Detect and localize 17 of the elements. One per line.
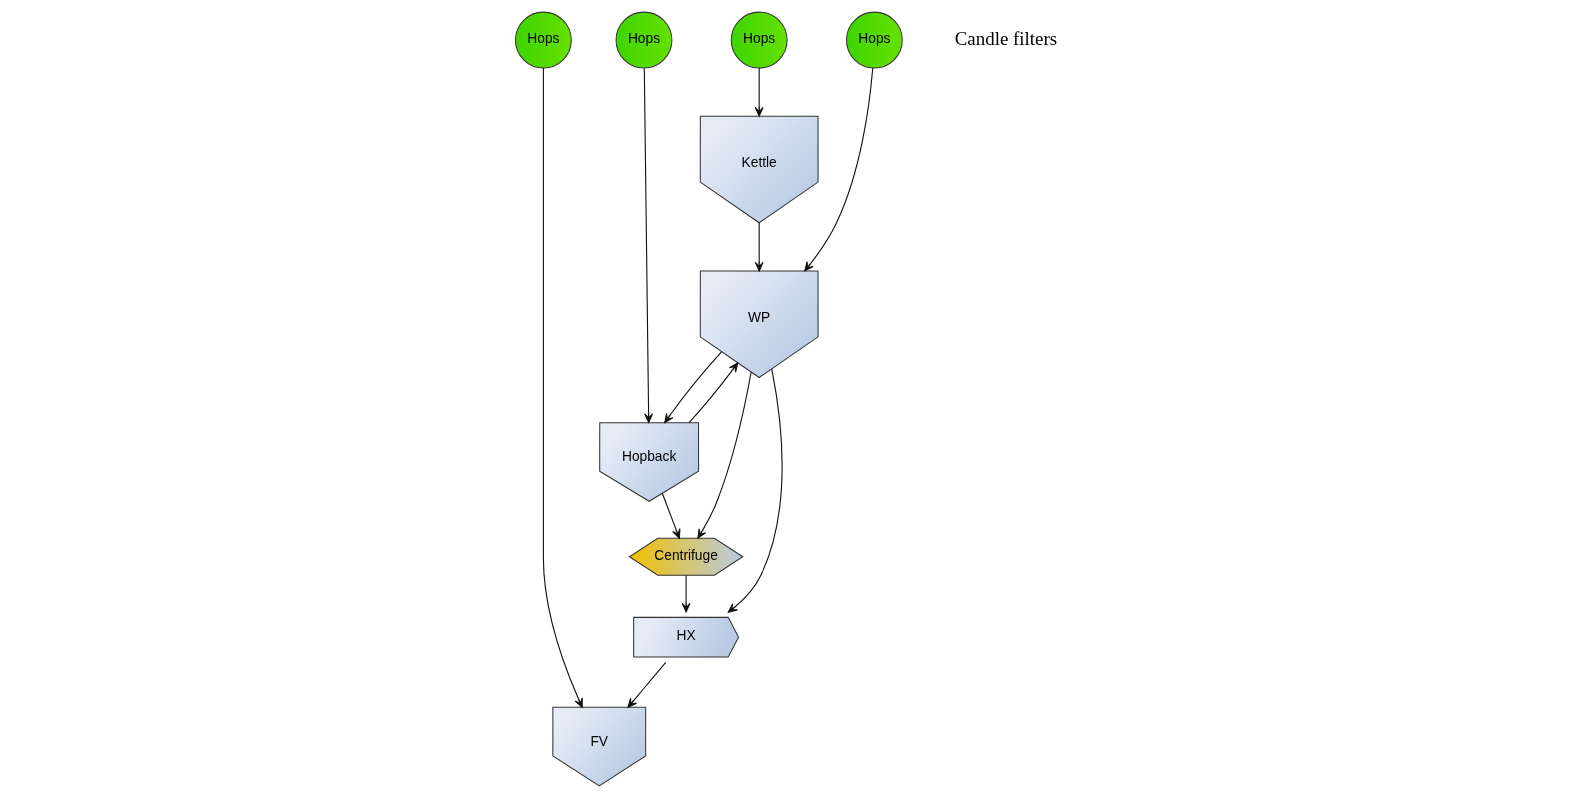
arrow (754, 222, 764, 272)
node-circle: Hops (845, 11, 903, 69)
arrow (803, 67, 873, 272)
arrow (688, 362, 738, 424)
arrow (542, 67, 583, 708)
node-circle: Hops (514, 11, 572, 69)
arrow (661, 493, 680, 539)
arrow (696, 371, 752, 539)
arrow (754, 67, 764, 117)
arrow (627, 661, 666, 708)
arrow (643, 67, 653, 424)
label: Candle filters (954, 27, 1057, 49)
arrow (681, 574, 691, 613)
node-circle: Hops (615, 11, 672, 69)
arrow (663, 351, 722, 424)
arrow (727, 368, 783, 613)
node-circle: Hops (730, 11, 788, 69)
